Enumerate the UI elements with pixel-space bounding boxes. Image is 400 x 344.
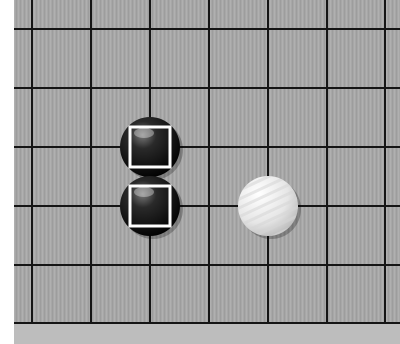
stone-highlight [134, 187, 154, 197]
board-bottom-frame [14, 323, 400, 344]
board-wood [14, 0, 400, 323]
board-left-margin [0, 0, 14, 344]
stone-highlight [134, 128, 154, 138]
white-stone-grain [238, 176, 298, 236]
